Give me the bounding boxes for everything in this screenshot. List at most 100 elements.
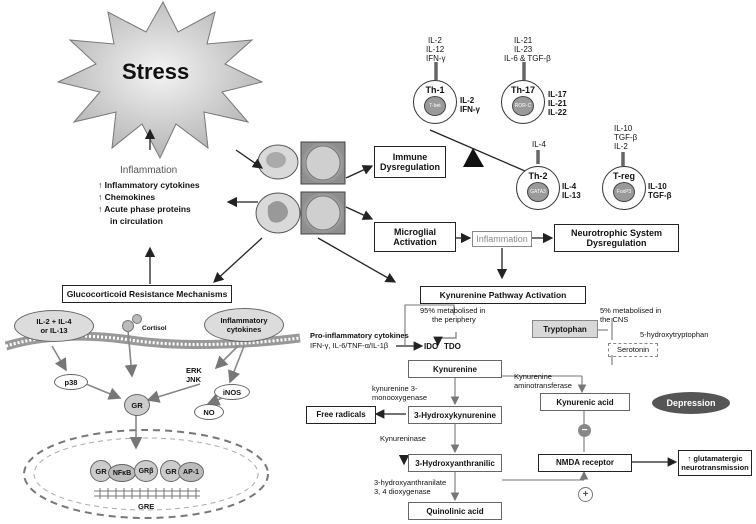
th1-cell: Th-1 T-bet: [413, 80, 457, 124]
cortisol-molecule: [132, 314, 142, 324]
p38-oval: p38: [54, 374, 88, 390]
treg-input: IL-10: [614, 124, 633, 133]
th2-cell: Th-2 GATA3: [516, 166, 560, 210]
grb-oval: GRβ: [134, 460, 158, 482]
inflammation-item: ↑ Chemokines: [98, 192, 156, 202]
immune-cell-images: [255, 141, 346, 235]
gr-nuclear: GR: [90, 460, 112, 482]
th2-name: Th-2: [528, 171, 548, 181]
haao-label: 3, 4 dioxygenase: [374, 487, 431, 496]
cortisol-molecule: [122, 320, 134, 332]
th1-output: IFN-γ: [460, 105, 480, 114]
kmo-label: kynurenine 3-: [372, 384, 418, 393]
nucleus-outline: [23, 429, 269, 519]
stress-starburst: [56, 0, 264, 160]
ido-label: IDO: [424, 342, 439, 351]
treg-input: TGF-β: [614, 133, 638, 142]
periphery-note: the periphery: [432, 315, 476, 324]
tdo-label: TDO: [444, 342, 461, 351]
cortisol-label: Cortisol: [142, 325, 167, 332]
inflammation-title: Inflammation: [120, 165, 178, 176]
free-radicals-box: Free radicals: [306, 406, 376, 424]
serotonin-box: Serotonin: [608, 343, 658, 357]
tryptophan-box: Tryptophan: [532, 320, 598, 338]
kat-label: Kynurenine: [514, 372, 552, 381]
treg-output: TGF-β: [648, 191, 672, 200]
gre-dna: [94, 488, 200, 499]
quinolinic-acid-box: Quinolinic acid: [408, 502, 502, 520]
glutamatergic-box: ↑ glutamatergic neurotransmission: [678, 450, 752, 476]
treg-cell: T-reg FoxP3: [602, 166, 646, 210]
haao-label: 3-hydroxyanthranilate: [374, 478, 447, 487]
minus-sign: −: [578, 424, 591, 437]
th1-name: Th-1: [425, 85, 445, 95]
th1-output: IL-2: [460, 96, 475, 105]
kat-label: aminotransferase: [514, 381, 572, 390]
balance-fulcrum: [463, 148, 484, 167]
stress-label: Stress: [122, 59, 190, 84]
inflammation-item: ↑ Inflammatory cytokines: [98, 180, 200, 190]
th17-output: IL-22: [548, 108, 567, 117]
immune-dysregulation-box: Immune Dysregulation: [374, 146, 446, 178]
th1-input: IFN-γ: [426, 54, 446, 63]
th17-input: IL-21: [514, 36, 533, 45]
treg-input: IL-2: [614, 142, 628, 151]
pro-inflammatory-label: Pro-inflammatory cytokines: [310, 331, 409, 340]
cns-note: 5% metabolised in: [600, 306, 662, 315]
th1-tf: T-bet: [424, 96, 446, 116]
th17-cell: Th-17 ROR-C: [501, 80, 545, 124]
th2-output: IL-13: [562, 191, 581, 200]
hydroxyanthranilic-box: 3-Hydroxyanthranilic: [408, 454, 502, 472]
kynurenine-activation-box: Kynurenine Pathway Activation: [420, 286, 586, 304]
th17-input: IL-23: [514, 45, 533, 54]
inflammation-item: ↑ Acute phase proteins: [98, 204, 191, 214]
th1-input: IL-2: [428, 36, 442, 45]
no-oval: NO: [194, 404, 224, 420]
erk-jnk-label: JNK: [186, 375, 202, 384]
five-htp-label: 5-hydroxytryptophan: [640, 330, 709, 339]
inos-oval: iNOS: [214, 384, 250, 400]
periphery-note: 95% metabolised in: [420, 306, 486, 315]
th17-input: IL-6 & TGF-β: [504, 54, 551, 63]
nmda-receptor-box: NMDA receptor: [538, 454, 632, 472]
treg-output: IL-10: [648, 182, 667, 191]
gre-label: GRE: [138, 502, 155, 511]
kmo-label: monooxygenase: [372, 393, 428, 402]
cytokines-label: Inflammatory: [220, 316, 268, 325]
kynurenine-box: Kynurenine: [408, 360, 502, 378]
cns-note: the CNS: [600, 315, 629, 324]
cytokines-label: cytokines: [226, 325, 262, 334]
treg-tf: FoxP3: [613, 182, 635, 202]
th17-output: IL-17: [548, 90, 567, 99]
neurotrophic-box: Neurotrophic System Dysregulation: [554, 224, 679, 252]
ap1-oval: AP-1: [178, 462, 204, 482]
nfkb-oval: NFκB: [108, 464, 136, 482]
th17-output: IL-21: [548, 99, 567, 108]
erk-jnk-label: ERK: [186, 366, 202, 375]
th2-input: IL-4: [532, 140, 546, 149]
th2-tf: GATA3: [527, 182, 549, 202]
hydroxykynurenine-box: 3-Hydroxykynurenine: [408, 406, 502, 424]
balance-beam: [429, 129, 533, 175]
kynurenic-acid-box: Kynurenic acid: [540, 393, 630, 411]
gr-cytoplasm: GR: [124, 394, 150, 416]
glucocorticoid-resistance-box: Glucocorticoid Resistance Mechanisms: [62, 285, 232, 303]
il-label: IL-2 + IL-4: [36, 317, 72, 326]
inflammation-item: in circulation: [110, 216, 163, 226]
microglial-activation-box: Microglial Activation: [374, 222, 456, 252]
th17-name: Th-17: [510, 85, 535, 95]
th2-output: IL-4: [562, 182, 577, 191]
th1-input: IL-12: [426, 45, 445, 54]
pro-inflammatory-list: IFN-γ, IL-6/TNF-α/IL-1β: [310, 341, 389, 350]
kynureninase-label: Kynureninase: [380, 434, 426, 443]
inflammation-box: Inflammation: [472, 231, 532, 247]
il-label: or IL-13: [40, 326, 68, 335]
depression-badge: Depression: [652, 392, 730, 414]
th17-tf: ROR-C: [512, 96, 534, 116]
treg-name: T-reg: [612, 171, 635, 181]
plus-sign: +: [578, 487, 593, 502]
